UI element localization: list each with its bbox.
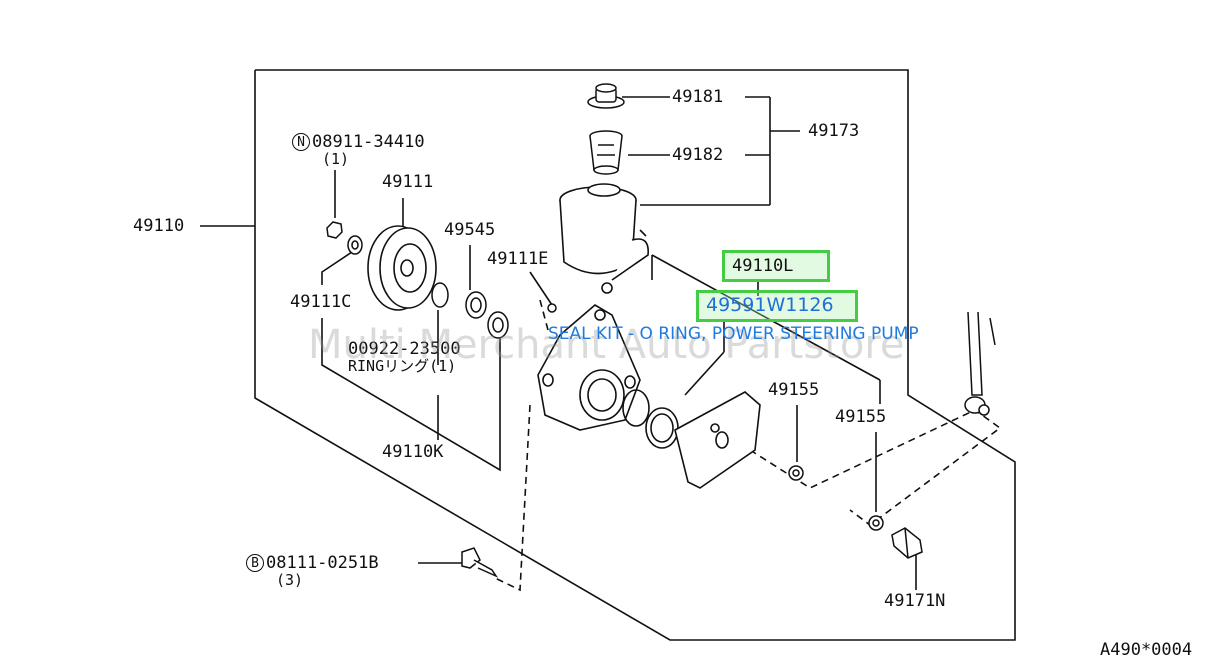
label-49545: 49545 [444,220,496,240]
reservoir-tank-shape [559,183,649,294]
part-number-highlight-box[interactable] [696,290,858,322]
label-49111C: 49111C [290,292,352,312]
label-49182: 49182 [672,145,724,165]
label-ring-text: RINGリング(1) [348,357,457,375]
label-49171N: 49171N [884,591,946,611]
pump-body-shape [537,304,641,431]
reservoir-cap-shape [587,83,625,109]
label-49155-a: 49155 [768,380,820,400]
part-description: SEAL KIT - O RING, POWER STEERING PUMP [548,324,919,344]
label-49173: 49173 [808,121,860,141]
nut-prefix-circle: N [292,133,310,151]
pulley-shape [367,225,437,311]
mounting-bolt-shape [461,547,499,578]
label-49110: 49110 [133,216,185,236]
label-49110K: 49110K [382,442,444,462]
diagram-reference-code: A490*0004 [1100,640,1193,660]
nut-code-text: 08911-34410 [312,132,425,152]
washer-shape [788,465,884,531]
assembly-frame [254,69,1016,641]
bolt-code-text: 08111-0251B [266,553,379,573]
label-49155-b: 49155 [835,407,887,427]
bolt-prefix-circle: B [246,554,264,572]
label-49181: 49181 [672,87,724,107]
hose-fitting-shape [964,311,996,416]
nut-washer-shape [326,221,363,255]
assembly-highlight-box[interactable] [722,250,830,282]
watermark: Multi Merchant Auto Partstore [308,322,905,368]
banjo-bolt-shape [891,527,923,559]
label-49110L[interactable]: 49110L [732,256,794,276]
label-49111E: 49111E [487,249,549,269]
label-bolt-qty: (3) [276,571,304,589]
label-nut-qty: (1) [322,150,350,168]
label-49111: 49111 [382,172,434,192]
label-ring-code: 00922-23500 [348,339,461,359]
strainer-shape [589,130,623,175]
bearing-shape [431,282,509,339]
cover-plate-shape [674,391,761,489]
part-number-link[interactable]: 49591W1126 [706,294,834,316]
